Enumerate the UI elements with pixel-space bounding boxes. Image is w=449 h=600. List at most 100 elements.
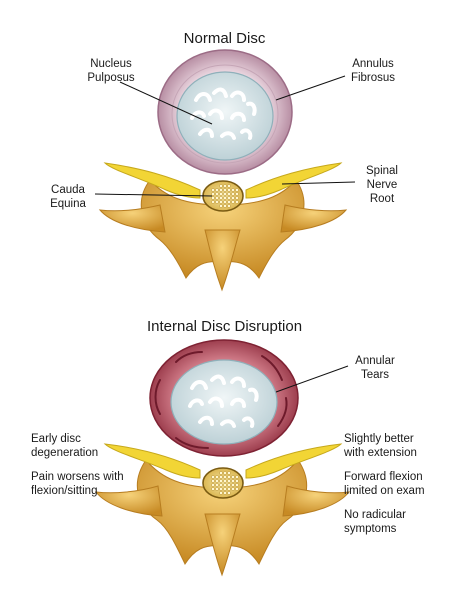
nerve-fiber-dot — [219, 196, 223, 200]
nerve-root-left — [103, 162, 201, 199]
cauda-equina-fibers-2 — [211, 471, 239, 495]
nerve-fiber-dot — [219, 200, 223, 204]
nerve-fiber-dot — [227, 491, 231, 495]
nerve-fiber-dot — [227, 192, 231, 196]
nerve-fiber-dot — [223, 471, 227, 475]
nucleus-pulposus-2 — [170, 359, 278, 445]
nerve-fiber-dot — [223, 184, 227, 188]
nerve-fiber-dot — [215, 487, 219, 491]
transverse-process-right-2 — [282, 485, 351, 517]
nerve-fiber-dot — [223, 196, 227, 200]
nerve-fiber-dot — [223, 188, 227, 192]
nerve-fiber-dot — [235, 487, 239, 491]
cauda-equina-fibers — [211, 184, 239, 208]
nerve-fiber-dot — [227, 200, 231, 204]
nerve-fiber-dot — [223, 204, 227, 208]
nerve-fiber-dot — [211, 487, 215, 491]
nerve-fiber-dot — [227, 487, 231, 491]
nerve-fiber-dot — [235, 196, 239, 200]
nerve-fiber-dot — [231, 200, 235, 204]
label-nucleus-pulposus: Nucleus Pulposus — [87, 58, 135, 84]
nerve-fiber-dot — [235, 479, 239, 483]
cauda-equina-2 — [202, 467, 244, 499]
note-flexion-limited: Forward flexion limited on exam — [344, 471, 425, 497]
annulus-inner-ring — [171, 64, 279, 164]
nerve-fiber-dot — [219, 487, 223, 491]
label-spinal-nerve-root: Spinal Nerve Root — [366, 165, 398, 205]
nerve-fiber-dot — [223, 475, 227, 479]
nerve-fiber-dot — [231, 188, 235, 192]
nucleus-texture — [190, 87, 257, 140]
nerve-fiber-dot — [219, 192, 223, 196]
nerve-fiber-dot — [211, 483, 215, 487]
nerve-fiber-dot — [231, 483, 235, 487]
nerve-fiber-dot — [227, 479, 231, 483]
nerve-fiber-dot — [227, 188, 231, 192]
nerve-fiber-dot — [235, 200, 239, 204]
nerve-fiber-dot — [219, 184, 223, 188]
nerve-fiber-dot — [223, 491, 227, 495]
nerve-fiber-dot — [215, 483, 219, 487]
normal-disc-figure — [94, 49, 356, 292]
normal-leader-lines — [94, 75, 356, 197]
nerve-fiber-dot — [211, 196, 215, 200]
disrupted-disc-figure — [94, 339, 351, 577]
spinous-process — [204, 229, 241, 292]
nerve-fiber-dot — [231, 487, 235, 491]
nerve-fiber-dot — [223, 200, 227, 204]
nerve-fiber-dot — [223, 483, 227, 487]
nerve-fiber-dot — [219, 188, 223, 192]
nerve-fiber-dot — [215, 196, 219, 200]
nerve-fiber-dot — [231, 192, 235, 196]
nerve-fiber-dot — [231, 479, 235, 483]
note-better-extension: Slightly better with extension — [344, 433, 417, 459]
nerve-fiber-dot — [215, 188, 219, 192]
nerve-fiber-dot — [227, 184, 231, 188]
nerve-fiber-dot — [223, 192, 227, 196]
nerve-fiber-dot — [227, 475, 231, 479]
note-no-radicular: No radicular symptoms — [344, 509, 406, 535]
nerve-fiber-dot — [219, 479, 223, 483]
nerve-fiber-dot — [215, 200, 219, 204]
nerve-fiber-dot — [223, 487, 227, 491]
nerve-fiber-dot — [211, 188, 215, 192]
label-cauda-equina: Cauda Equina — [50, 184, 86, 210]
nerve-fiber-dot — [211, 475, 215, 479]
nerve-fiber-dot — [215, 475, 219, 479]
nerve-fiber-dot — [219, 491, 223, 495]
nerve-fiber-dot — [219, 483, 223, 487]
nerve-fiber-dot — [219, 475, 223, 479]
label-annular-tears: Annular Tears — [355, 355, 395, 381]
nerve-fiber-dot — [215, 479, 219, 483]
nerve-fiber-dot — [215, 192, 219, 196]
label-annulus-fibrosus: Annulus Fibrosus — [350, 58, 396, 84]
nerve-fiber-dot — [219, 471, 223, 475]
note-early-degeneration: Early disc degeneration — [31, 433, 99, 459]
nerve-fiber-dot — [211, 479, 215, 483]
nerve-root-right — [245, 162, 343, 199]
disruption-title: Internal Disc Disruption — [146, 318, 303, 335]
note-pain-flexion: Pain worsens with flexion/sitting — [31, 471, 124, 497]
nerve-fiber-dot — [219, 204, 223, 208]
nerve-fiber-dot — [231, 196, 235, 200]
annular-tears — [154, 351, 288, 449]
transverse-process-left — [98, 204, 166, 233]
nerve-fiber-dot — [235, 483, 239, 487]
nerve-fiber-dot — [227, 483, 231, 487]
disrupted-leader-lines — [275, 365, 349, 393]
nerve-fiber-dot — [223, 479, 227, 483]
nerve-fiber-dot — [211, 200, 215, 204]
nerve-fiber-dot — [235, 475, 239, 479]
nerve-fiber-dot — [211, 192, 215, 196]
transverse-process-right — [280, 204, 348, 233]
nucleus-texture-2 — [188, 374, 259, 428]
normal-disc-title: Normal Disc — [183, 30, 266, 47]
nerve-fiber-dot — [227, 196, 231, 200]
nerve-fiber-dot — [235, 192, 239, 196]
nerve-fiber-dot — [231, 475, 235, 479]
nerve-fiber-dot — [227, 204, 231, 208]
nerve-root-right-2 — [245, 443, 343, 479]
transverse-process-left-2 — [94, 485, 163, 517]
nerve-fiber-dot — [227, 471, 231, 475]
